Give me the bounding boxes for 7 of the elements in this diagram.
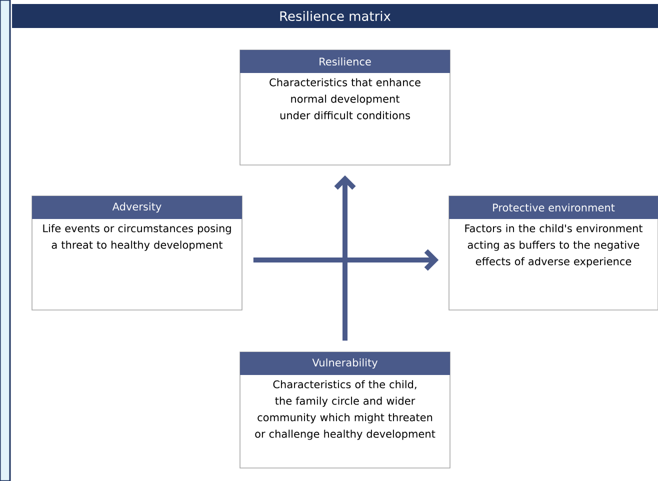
title-bar: Resilience matrix [12, 4, 658, 28]
text-card: Resilience Characteristics that enhance normal development under difficult conditions [240, 50, 450, 166]
text-card: Vulnerability Characteristics of the child, the family circle and wider community which might threaten or challenge healthy development [240, 352, 450, 468]
text-card: Protective environment Factors in the child's environment acting as buffers to the negative effects of adverse experience [448, 196, 658, 310]
arrow [253, 249, 439, 271]
arrow [334, 175, 356, 341]
text-card: Adversity Life events or circumstances posing a threat to healthy development [32, 196, 242, 310]
